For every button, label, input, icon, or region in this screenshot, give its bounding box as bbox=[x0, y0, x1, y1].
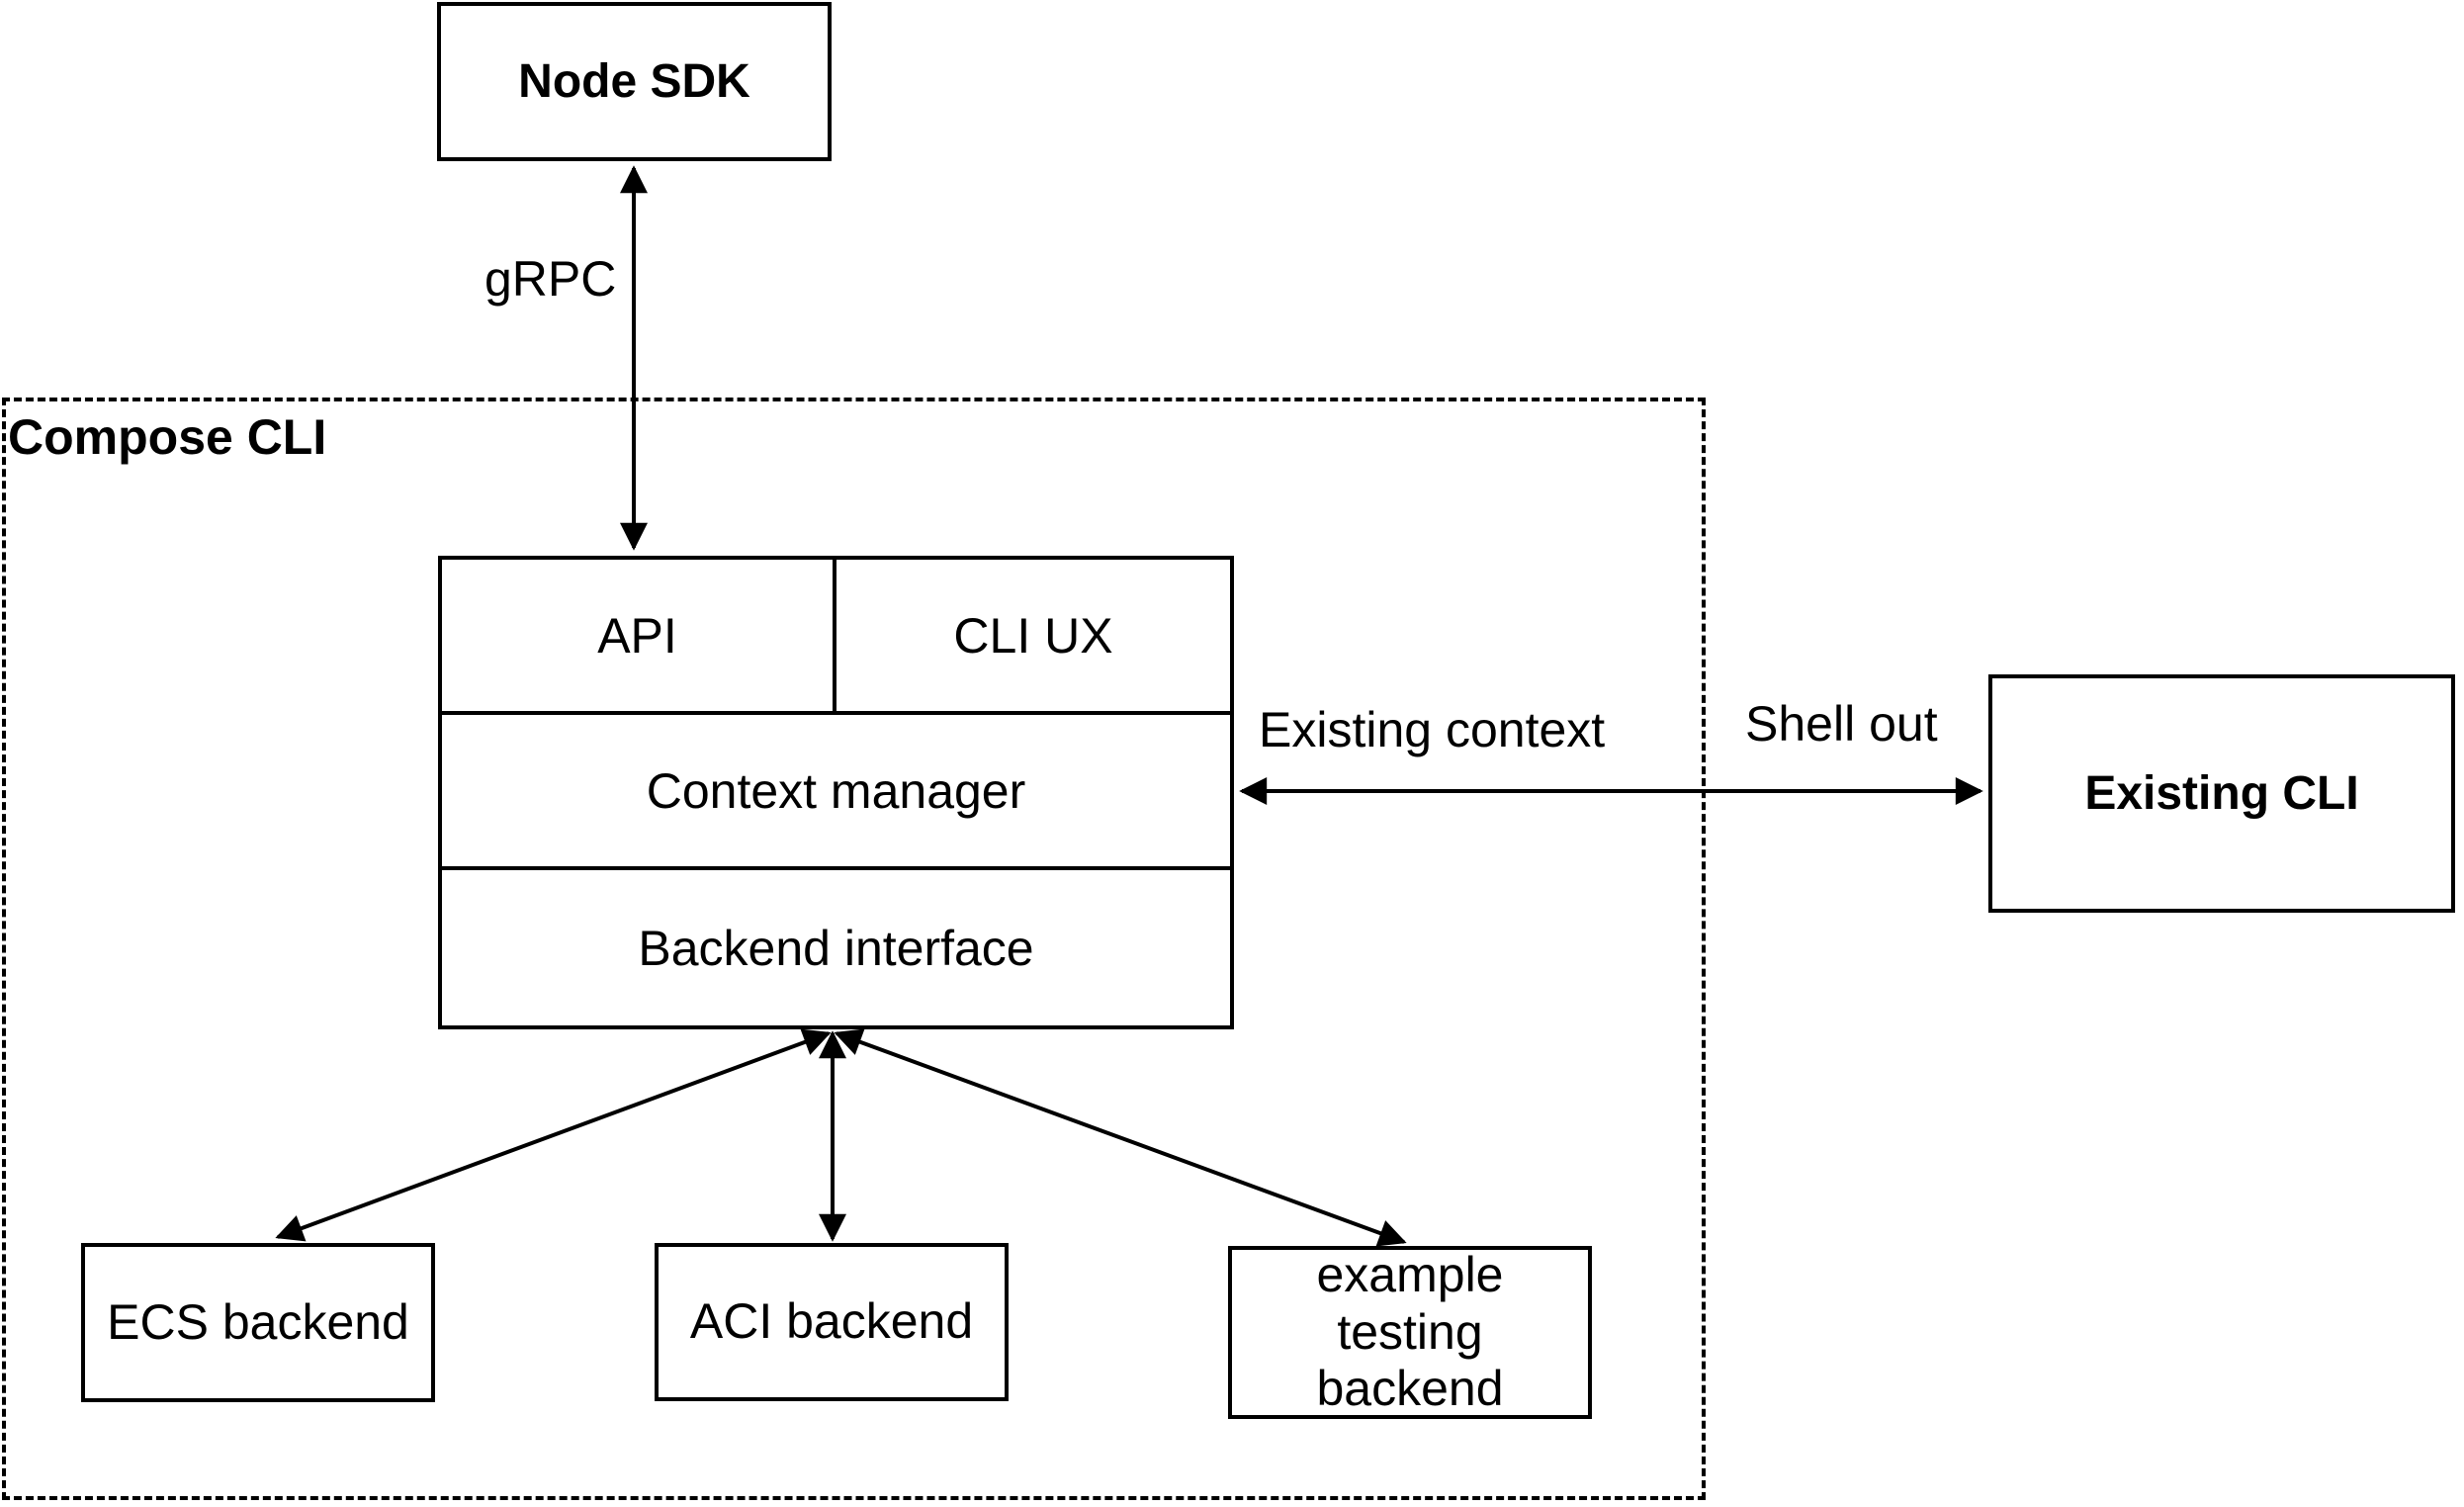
aci-backend-box: ACI backend bbox=[655, 1243, 1009, 1401]
top-row: API CLI UX bbox=[442, 560, 1230, 715]
cli-ux-label: CLI UX bbox=[953, 607, 1113, 664]
ecs-backend-label: ECS backend bbox=[107, 1293, 409, 1350]
grpc-edge-label: gRPC bbox=[484, 251, 617, 307]
existing-context-edge-label: Existing context bbox=[1259, 702, 1606, 757]
shell-out-edge-label: Shell out bbox=[1745, 696, 1938, 752]
node-sdk-box: Node SDK bbox=[437, 2, 832, 161]
compose-cli-container bbox=[2, 398, 1706, 1500]
example-testing-backend-box: example testing backend bbox=[1228, 1246, 1592, 1419]
ecs-backend-box: ECS backend bbox=[81, 1243, 435, 1402]
example-testing-backend-label: example testing backend bbox=[1316, 1247, 1504, 1417]
existing-cli-box: Existing CLI bbox=[1988, 674, 2455, 913]
context-manager-label: Context manager bbox=[646, 762, 1026, 819]
backend-interface-label: Backend interface bbox=[638, 920, 1034, 976]
node-sdk-label: Node SDK bbox=[518, 54, 750, 108]
aci-backend-label: ACI backend bbox=[689, 1293, 974, 1350]
backend-interface-cell: Backend interface bbox=[442, 870, 1230, 1025]
context-manager-cell: Context manager bbox=[442, 715, 1230, 870]
api-label: API bbox=[597, 607, 677, 664]
api-cell: API bbox=[442, 560, 836, 711]
compose-cli-core-box: API CLI UX Context manager Backend inter… bbox=[438, 556, 1234, 1029]
compose-cli-label: Compose CLI bbox=[8, 409, 327, 465]
cli-ux-cell: CLI UX bbox=[836, 560, 1230, 711]
existing-cli-label: Existing CLI bbox=[2084, 766, 2359, 820]
